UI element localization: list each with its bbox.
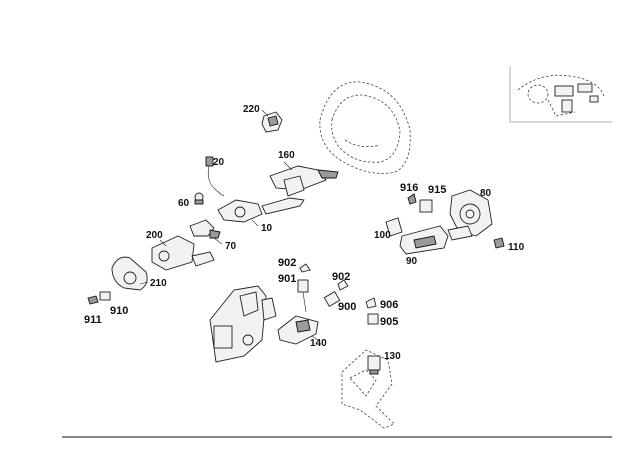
part-100 bbox=[385, 217, 403, 237]
label-905: 905 bbox=[380, 316, 398, 328]
label-70: 70 bbox=[225, 241, 237, 252]
label-10: 10 bbox=[261, 223, 273, 234]
part-130 bbox=[367, 355, 381, 375]
part-90 bbox=[399, 225, 473, 255]
part-916 bbox=[407, 193, 417, 205]
part-902-upper bbox=[299, 263, 311, 273]
part-210 bbox=[111, 256, 149, 291]
label-210: 210 bbox=[150, 278, 167, 289]
part-220 bbox=[261, 109, 283, 133]
part-70 bbox=[189, 219, 223, 245]
pedal-body-outline bbox=[341, 349, 395, 429]
label-140: 140 bbox=[310, 338, 327, 349]
part-160 bbox=[269, 161, 339, 197]
label-906: 906 bbox=[380, 299, 398, 311]
part-911-910 bbox=[87, 291, 111, 305]
label-902-lower: 902 bbox=[332, 271, 350, 283]
part-901 bbox=[297, 279, 309, 313]
pedal-bracket bbox=[209, 285, 277, 363]
label-916: 916 bbox=[400, 182, 418, 194]
label-160: 160 bbox=[278, 150, 295, 161]
part-10 bbox=[217, 197, 305, 227]
label-220: 220 bbox=[243, 104, 260, 115]
label-200: 200 bbox=[146, 230, 163, 241]
part-200 bbox=[151, 235, 215, 271]
part-60 bbox=[194, 192, 204, 205]
part-80 bbox=[449, 189, 493, 237]
label-130: 130 bbox=[384, 351, 401, 362]
label-80: 80 bbox=[480, 188, 492, 199]
part-900 bbox=[323, 291, 341, 307]
label-60: 60 bbox=[178, 198, 190, 209]
label-90: 90 bbox=[406, 256, 418, 267]
part-915 bbox=[419, 199, 433, 213]
part-905 bbox=[367, 313, 379, 325]
label-20: 20 bbox=[213, 157, 225, 168]
label-110: 110 bbox=[508, 242, 525, 253]
label-911: 911 bbox=[84, 314, 102, 326]
part-140 bbox=[277, 315, 319, 345]
inset-overview bbox=[509, 66, 612, 123]
label-910: 910 bbox=[110, 305, 128, 317]
label-902-upper: 902 bbox=[278, 257, 296, 269]
part-20 bbox=[205, 156, 225, 197]
steering-wheel-outline bbox=[319, 81, 411, 174]
label-901: 901 bbox=[278, 273, 296, 285]
part-902-lower bbox=[337, 279, 349, 291]
label-100: 100 bbox=[374, 230, 391, 241]
label-915: 915 bbox=[428, 184, 446, 196]
part-906 bbox=[365, 297, 377, 309]
label-900: 900 bbox=[338, 301, 356, 313]
part-110 bbox=[493, 237, 505, 249]
